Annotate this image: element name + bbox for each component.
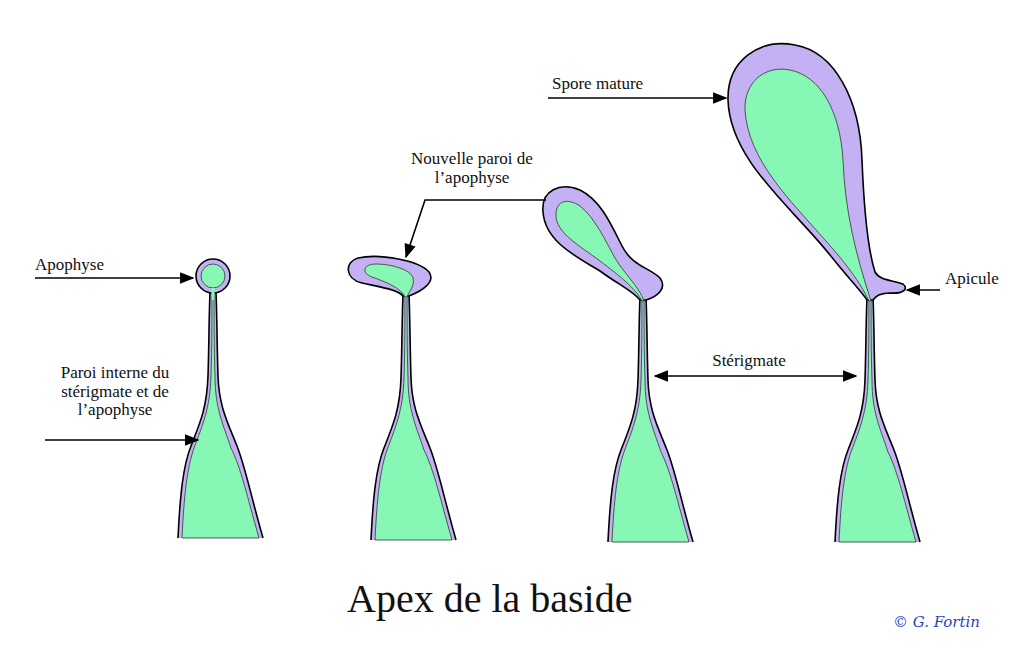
- part-label: Apophyse: [35, 256, 145, 275]
- part-label: Apicule: [945, 270, 1017, 289]
- mature-spore-content: [745, 69, 871, 301]
- sterigma: [371, 294, 456, 540]
- copyright-note: © G. Fortin: [893, 614, 1018, 631]
- part-label: Nouvelle paroi de l’apophyse: [408, 150, 536, 187]
- part-label: Paroi interne du stérigmate et de l’apop…: [40, 364, 190, 420]
- leader-apophyse: [35, 277, 193, 279]
- stage-2: [348, 256, 456, 540]
- diagram-title: Apex de la baside: [347, 575, 632, 622]
- apophysis-wall: [348, 256, 431, 296]
- sterigma: [178, 292, 263, 538]
- stage-4: [728, 44, 920, 542]
- leader-lines: [35, 98, 940, 440]
- spore-content: [556, 201, 644, 301]
- apophysis-content: [365, 264, 414, 297]
- stage-3: [543, 187, 693, 542]
- spore-wall: [543, 187, 663, 300]
- part-label: Stérigmate: [694, 352, 804, 371]
- leader-paroi-interne: [45, 439, 198, 441]
- mature-spore-wall: [728, 44, 905, 300]
- leader-nouvelle-paroi: [406, 200, 546, 257]
- leader-apicule: [907, 289, 940, 291]
- part-label: Spore mature: [552, 75, 702, 94]
- leader-spore: [548, 97, 726, 99]
- apophysis-wall: [196, 259, 230, 293]
- leader-sterigmate: [655, 375, 856, 377]
- apophysis-content: [201, 264, 225, 288]
- neck: [211, 288, 215, 300]
- stage-1: [178, 259, 263, 538]
- sterigma: [608, 296, 693, 542]
- sterigma: [835, 296, 920, 542]
